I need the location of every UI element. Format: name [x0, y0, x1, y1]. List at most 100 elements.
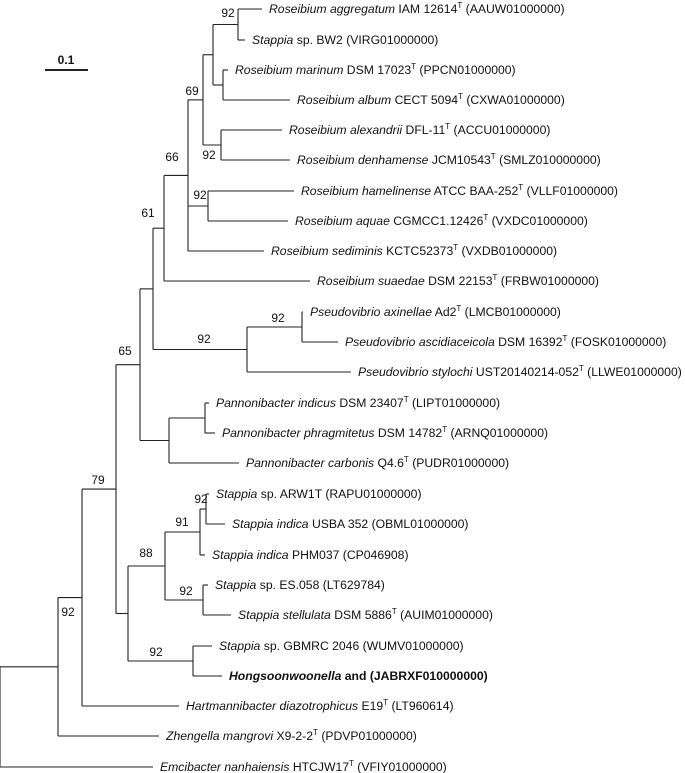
taxon-species: ascidiaceicola	[419, 335, 495, 349]
taxon-species: denhamense	[358, 153, 429, 167]
taxon-labels: Roseibium aggregatum IAM 12614T (AAUW010…	[160, 1, 682, 773]
taxon-accession: (CXWA01000000)	[466, 93, 564, 107]
taxon-species: stylochi	[432, 365, 473, 379]
taxon-accession: (LT629784)	[323, 578, 385, 592]
taxon-species: diazotrophicus	[279, 699, 358, 713]
bootstrap-value-b4: 66	[165, 150, 179, 164]
type-strain-mark: T	[491, 152, 496, 161]
bootstrap-value-b11: 92	[194, 492, 208, 506]
taxon-genus: Pseudovibrio	[358, 365, 429, 379]
taxon-species: album	[358, 93, 391, 107]
taxon-accession: (AAUW01000000)	[466, 2, 565, 16]
bootstrap-value-b13: 88	[139, 546, 153, 560]
taxon-strain: UST20140214-052	[476, 365, 579, 379]
taxon-label-t25: Zhengella mangrovi X9-2-2T (PDVP01000000…	[165, 728, 417, 743]
taxon-strain: X9-2-2	[276, 729, 313, 743]
taxon-genus: Roseibium	[235, 63, 293, 77]
taxon-label-t5: Roseibium alexandrii DFL-11T (ACCU010000…	[289, 122, 550, 137]
taxon-genus: Pseudovibrio	[345, 335, 416, 349]
type-strain-mark: T	[458, 92, 463, 101]
taxon-genus: Stappia	[252, 33, 294, 47]
taxon-genus: Pannonibacter	[246, 456, 326, 470]
taxon-strain: and	[345, 669, 367, 683]
bootstrap-value-b1: 92	[221, 6, 235, 20]
taxon-accession: (OBML01000000)	[372, 517, 469, 531]
taxon-strain: DSM 22153	[428, 274, 493, 288]
taxon-accession: (ACCU01000000)	[454, 123, 551, 137]
taxon-strain: E19	[361, 699, 383, 713]
bootstrap-value-b12: 91	[175, 515, 189, 529]
type-strain-mark: T	[313, 728, 318, 737]
taxon-accession: (VFIY01000000)	[357, 760, 446, 773]
taxon-accession: (LIPT01000000)	[412, 396, 500, 410]
taxon-strain: DFL-11	[406, 123, 446, 137]
type-strain-mark: T	[483, 213, 488, 222]
taxon-genus: Stappia	[212, 548, 254, 562]
bootstrap-value-b3: 92	[202, 148, 216, 162]
taxon-strain: Ad2	[435, 305, 457, 319]
taxon-label-t16: Pannonibacter carbonis Q4.6T (PUDR010000…	[246, 455, 509, 470]
taxon-accession: (WUMV01000000)	[363, 639, 464, 653]
taxon-accession: (VLLF01000000)	[527, 184, 618, 198]
taxon-label-t18: Stappia indica USBA 352 (OBML01000000)	[232, 517, 469, 531]
taxon-label-t1: Roseibium aggregatum IAM 12614T (AAUW010…	[269, 1, 565, 16]
taxon-label-t26: Emcibacter nanhaiensis HTCJW17T (VFIY010…	[160, 759, 447, 773]
type-strain-mark: T	[404, 395, 409, 404]
type-strain-mark: T	[518, 183, 523, 192]
taxon-genus: Emcibacter	[160, 760, 222, 773]
bootstrap-value-b15: 92	[149, 645, 163, 659]
taxon-label-t10: Roseibium suaedae DSM 22153T (FRBW010000…	[317, 273, 599, 288]
type-strain-mark: T	[456, 304, 461, 313]
taxon-genus: Roseibium	[317, 274, 375, 288]
taxon-strain: DSM 5886	[334, 608, 392, 622]
taxon-label-t3: Roseibium marinum DSM 17023T (PPCN010000…	[235, 62, 516, 77]
taxon-accession: (PPCN01000000)	[419, 63, 515, 77]
scale-bar: 0.1	[45, 53, 88, 71]
taxon-strain: sp. BW2	[297, 33, 343, 47]
taxon-accession: (ARNQ01000000)	[450, 426, 548, 440]
taxon-strain: USBA 352	[312, 517, 368, 531]
taxon-accession: (PUDR01000000)	[412, 456, 509, 470]
type-strain-mark: T	[411, 62, 416, 71]
taxon-genus: Hartmannibacter	[186, 699, 277, 713]
taxon-strain: KCTC52373	[386, 244, 453, 258]
taxon-species: alexandrii	[350, 123, 402, 137]
taxon-genus: Roseibium	[301, 184, 359, 198]
taxon-species: sediminis	[332, 244, 383, 258]
taxon-accession: (VXDC01000000)	[492, 214, 588, 228]
taxon-label-t24: Hartmannibacter diazotrophicus E19T (LT9…	[186, 698, 454, 713]
taxon-species: mangrovi	[223, 729, 273, 743]
taxon-genus: Stappia	[216, 487, 258, 501]
taxon-genus: Pseudovibrio	[310, 305, 381, 319]
type-strain-mark: T	[579, 364, 584, 373]
taxon-accession: (SMLZ010000000)	[499, 153, 601, 167]
taxon-genus: Stappia	[238, 608, 280, 622]
taxon-genus: Roseibium	[269, 2, 327, 16]
taxon-accession: (VXDB01000000)	[462, 244, 558, 258]
taxon-strain: Q4.6	[377, 456, 404, 470]
taxon-label-t15: Pannonibacter phragmitetus DSM 14782T (A…	[222, 425, 548, 440]
bootstrap-value-b8: 92	[197, 332, 211, 346]
taxon-label-t8: Roseibium aquae CGMCC1.12426T (VXDC01000…	[295, 213, 588, 228]
bootstrap-value-b7: 92	[271, 311, 285, 325]
taxon-species: nanhaiensis	[224, 760, 289, 773]
taxon-accession: (JABRXF010000000)	[370, 669, 488, 683]
bootstrap-value-b2: 69	[185, 84, 199, 98]
taxon-species: carbonis	[328, 456, 374, 470]
taxon-label-t22: Stappia sp. GBMRC 2046 (WUMV01000000)	[219, 639, 464, 653]
bootstrap-value-b6: 61	[141, 206, 155, 220]
taxon-species: indica	[277, 517, 309, 531]
bootstrap-value-b9: 65	[118, 344, 132, 358]
taxon-label-t11: Pseudovibrio axinellae Ad2T (LMCB0100000…	[310, 304, 561, 319]
taxon-label-t7: Roseibium hamelinense ATCC BAA-252T (VLL…	[301, 183, 618, 198]
type-strain-mark: T	[453, 243, 458, 252]
taxon-genus: Roseibium	[297, 93, 355, 107]
type-strain-mark: T	[492, 273, 497, 282]
taxon-species: indicus	[298, 396, 336, 410]
taxon-strain: DSM 23407	[339, 396, 404, 410]
taxon-strain: HTCJW17	[293, 760, 349, 773]
taxon-species: aquae	[356, 214, 390, 228]
taxon-genus: Pannonibacter	[222, 426, 302, 440]
